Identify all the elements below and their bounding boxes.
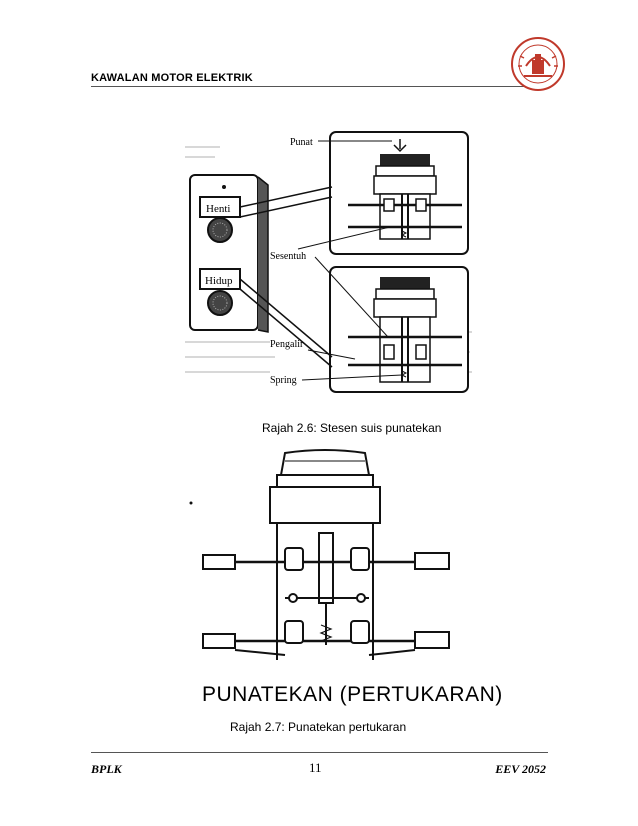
label-pengalir: Pengalir (270, 339, 304, 350)
page-number: 11 (309, 760, 322, 775)
changeover-push-button-figure (189, 449, 450, 660)
label-hidup: Hidup (205, 275, 233, 287)
figure2-title: PUNATEKAN (PERTUKARAN) (202, 683, 503, 706)
label-sesentuh: Sesentuh (270, 251, 306, 262)
footer-course-code: EEV 2052 (495, 762, 546, 776)
figure2-caption: Rajah 2.7: Punatekan pertukaran (230, 720, 407, 734)
header-title: KAWALAN MOTOR ELEKTRIK (91, 72, 253, 84)
label-spring: Spring (270, 375, 297, 386)
figure1-caption: Rajah 2.6: Stesen suis punatekan (262, 421, 442, 435)
college-crest-icon (511, 37, 565, 91)
header-divider (91, 86, 548, 87)
push-button-station-figure: Henti Hidup Punat Sesentuh Pengalir Spri… (185, 131, 472, 393)
label-punat: Punat (290, 137, 313, 148)
footer-institution: BPLK (91, 762, 122, 776)
label-henti: Henti (206, 203, 230, 215)
footer-divider (91, 752, 548, 753)
